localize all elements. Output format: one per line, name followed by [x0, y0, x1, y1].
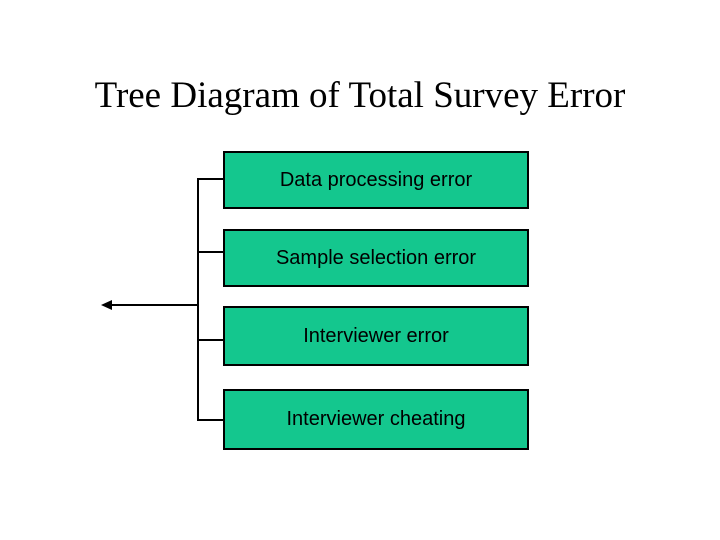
connector-trunk-line [197, 178, 199, 421]
node-data-processing-error: Data processing error [223, 151, 529, 209]
connector-stub-node-2 [197, 251, 224, 253]
arrow-shaft [109, 304, 199, 306]
connector-stub-node-3 [197, 339, 224, 341]
left-arrow-icon [101, 300, 112, 310]
node-label: Interviewer error [303, 324, 449, 347]
node-interviewer-error: Interviewer error [223, 306, 529, 366]
node-sample-selection-error: Sample selection error [223, 229, 529, 287]
node-label: Interviewer cheating [286, 408, 466, 430]
connector-stub-node-4 [197, 419, 224, 421]
node-label: Data processing error [279, 168, 473, 191]
connector-stub-node-1 [197, 178, 224, 180]
node-interviewer-cheating: Interviewer cheating [223, 389, 529, 450]
slide-title: Tree Diagram of Total Survey Error [94, 75, 626, 116]
node-label: Sample selection error [275, 246, 477, 269]
